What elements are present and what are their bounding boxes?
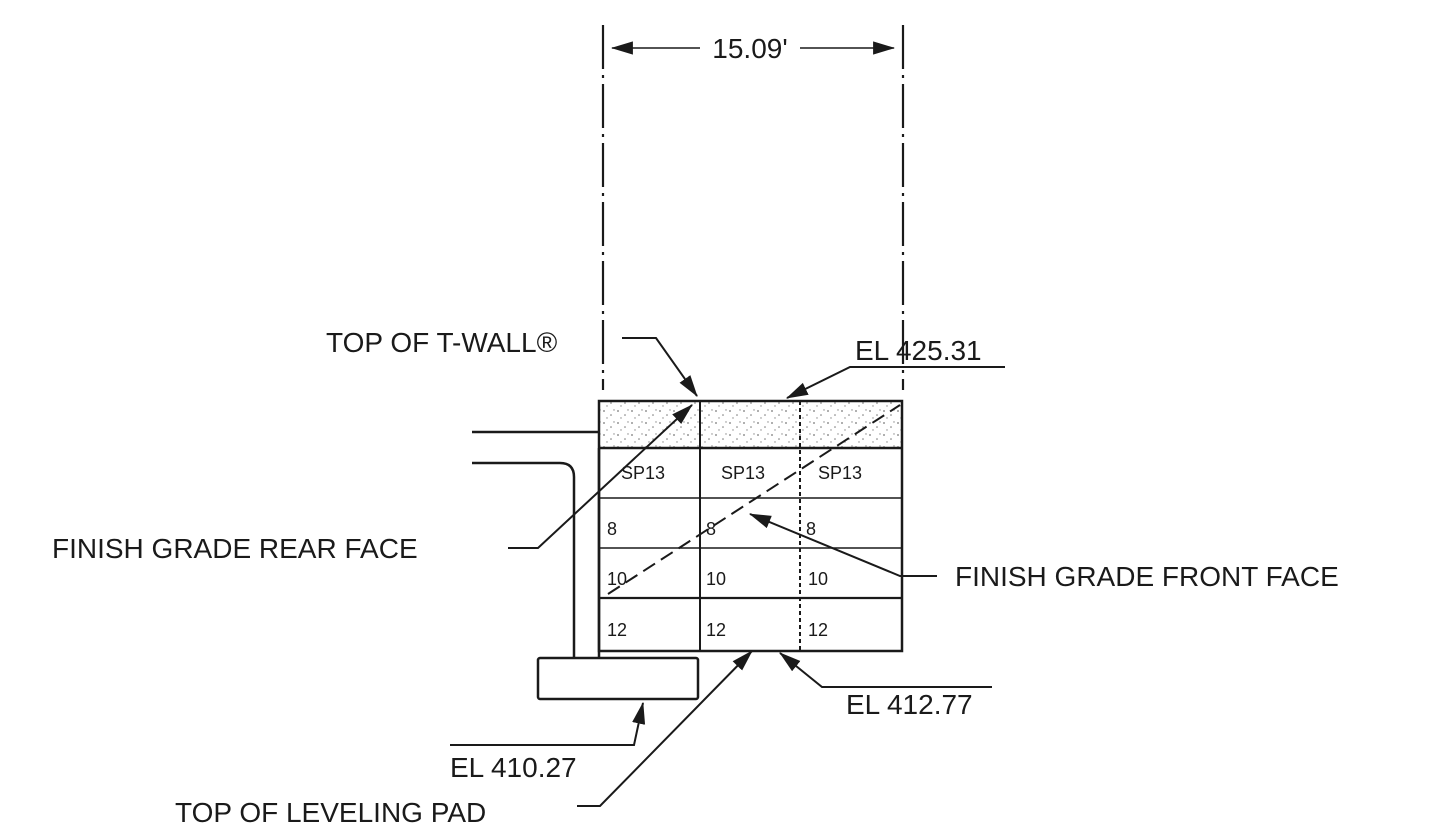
leader-finish-grade-rear bbox=[508, 404, 693, 549]
cell-12-1: 12 bbox=[607, 620, 627, 640]
cell-10-3: 10 bbox=[808, 569, 828, 589]
leader-finish-grade-front bbox=[748, 513, 937, 577]
cell-12-2: 12 bbox=[706, 620, 726, 640]
cell-sp13-2: SP13 bbox=[721, 463, 765, 483]
finish-grade-front-line bbox=[607, 404, 901, 595]
cell-8-2: 8 bbox=[706, 519, 716, 539]
cell-12-3: 12 bbox=[808, 620, 828, 640]
cell-8-3: 8 bbox=[806, 519, 816, 539]
leader-el-top bbox=[786, 366, 1005, 399]
cell-10-2: 10 bbox=[706, 569, 726, 589]
stippled-cap bbox=[599, 401, 902, 448]
cell-8-1: 8 bbox=[607, 519, 617, 539]
label-finish-grade-rear: FINISH GRADE REAR FACE bbox=[52, 533, 418, 564]
leader-el-wall-base bbox=[779, 652, 992, 688]
width-dimension-label: 15.09' bbox=[712, 33, 787, 64]
leader-top-of-twall bbox=[622, 337, 698, 397]
cell-10-1: 10 bbox=[607, 569, 627, 589]
leveling-pad bbox=[536, 656, 700, 701]
label-el-top: EL 425.31 bbox=[855, 335, 982, 366]
cell-sp13-3: SP13 bbox=[818, 463, 862, 483]
label-finish-grade-front: FINISH GRADE FRONT FACE bbox=[955, 561, 1339, 592]
dimension-extension-lines bbox=[601, 25, 905, 390]
label-el-wall-base: EL 412.77 bbox=[846, 689, 973, 720]
leader-el-pad bbox=[450, 701, 646, 746]
label-el-pad: EL 410.27 bbox=[450, 752, 577, 783]
label-top-of-twall: TOP OF T-WALL® bbox=[326, 327, 558, 358]
rear-drain bbox=[472, 430, 601, 658]
cell-sp13-1: SP13 bbox=[621, 463, 665, 483]
wall-body bbox=[597, 399, 904, 653]
wall-cell-labels: SP13 SP13 SP13 8 8 8 10 10 10 12 12 12 bbox=[607, 463, 862, 640]
label-top-of-leveling-pad: TOP OF LEVELING PAD bbox=[175, 797, 486, 828]
leader-top-of-leveling-pad bbox=[577, 650, 753, 807]
